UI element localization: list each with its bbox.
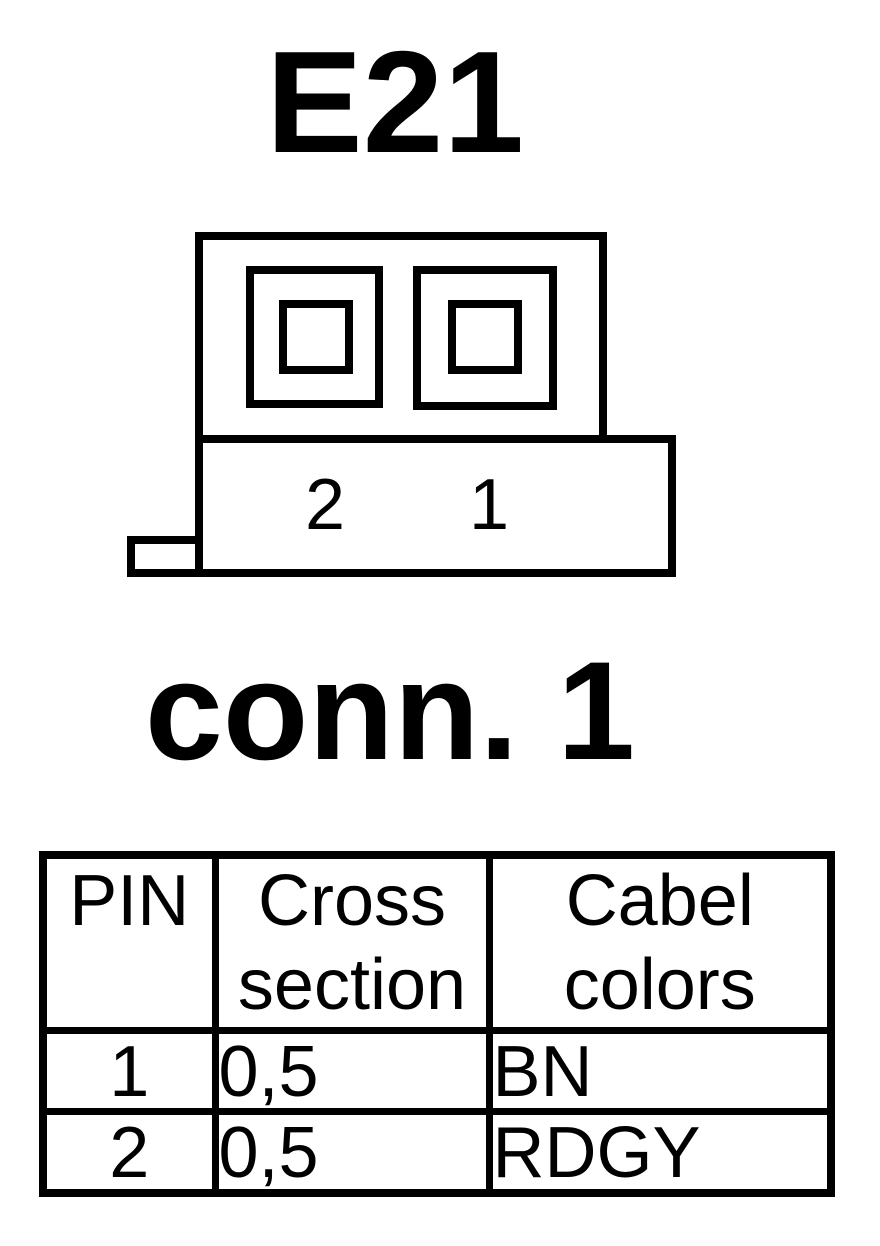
header-cable-colors: Cabel colors [485, 851, 835, 1034]
cavity-label-2: 2 [304, 465, 346, 545]
table-header-row: PIN Cross section Cabel colors [39, 851, 835, 1034]
cavity-2-outer-square [246, 266, 383, 408]
cable-color-cell: BN [485, 1027, 835, 1115]
pin-table: PIN Cross section Cabel colors 1 0,5 BN … [39, 851, 835, 1197]
header-pin: PIN [39, 851, 219, 1034]
pin-number-cell: 1 [39, 1027, 219, 1115]
cross-section-cell: 0,5 [211, 1027, 493, 1115]
table-row: 1 0,5 BN [39, 1027, 835, 1115]
table-row: 2 0,5 RDGY [39, 1108, 835, 1197]
diagram-title: E21 [266, 21, 524, 183]
cavity-1-outer-square [413, 266, 557, 410]
connector-name: conn. 1 [144, 632, 636, 789]
cavity-label-1: 1 [468, 465, 510, 545]
cavity-1-terminal-square [448, 300, 522, 374]
connector-lower-body [195, 435, 676, 577]
pin-number-cell: 2 [39, 1108, 219, 1197]
cavity-2-terminal-square [279, 300, 353, 374]
cable-color-cell: RDGY [485, 1108, 835, 1197]
connector-mount-tab [127, 536, 203, 577]
header-cross-section: Cross section [211, 851, 493, 1034]
cross-section-cell: 0,5 [211, 1108, 493, 1197]
